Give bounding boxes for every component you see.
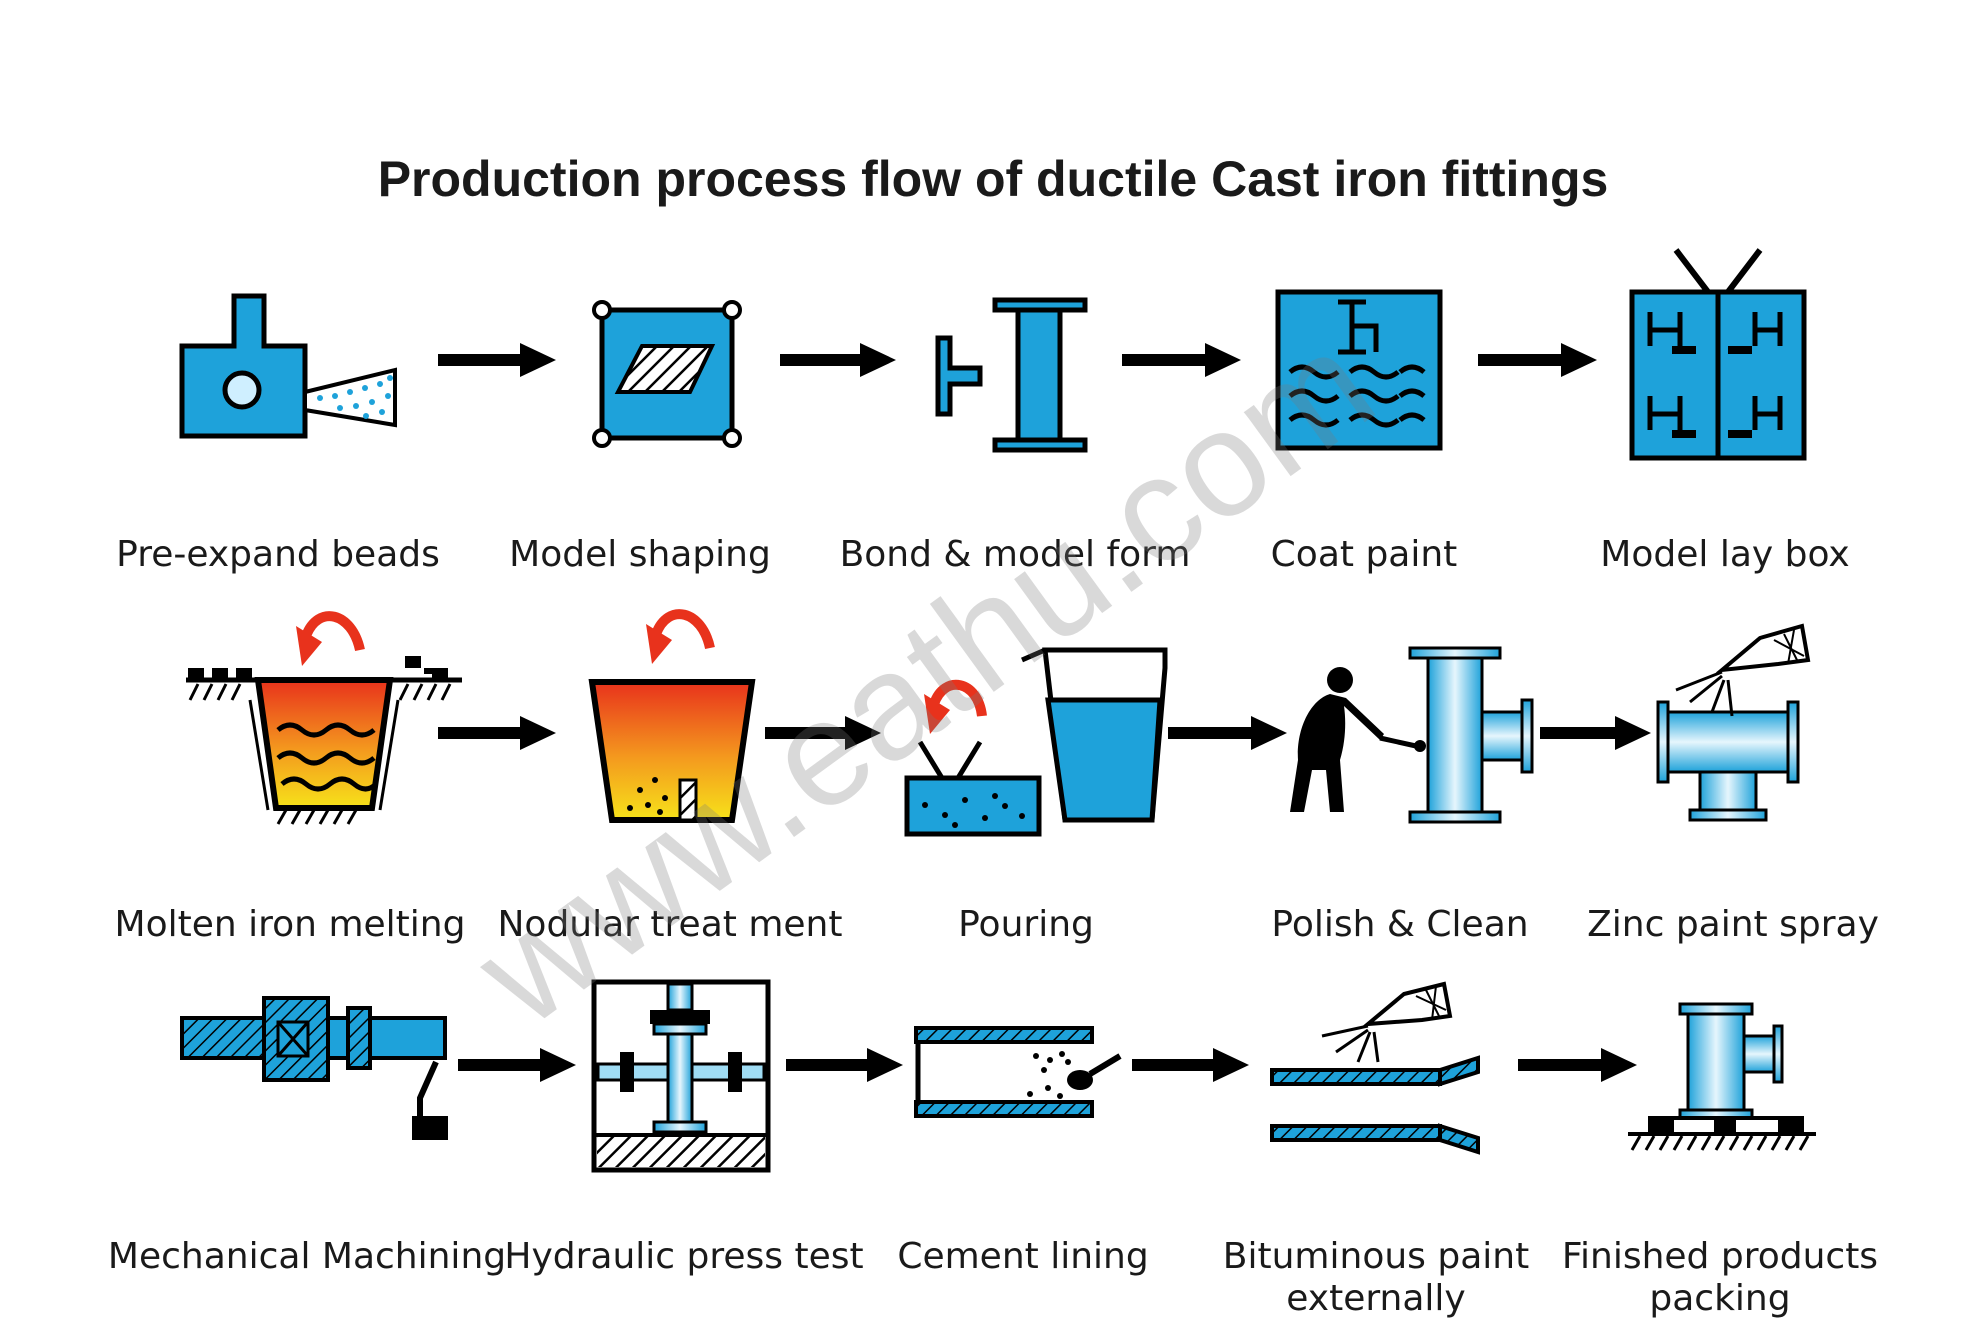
flow-arrow [438, 716, 556, 750]
hydraulic-press-icon [591, 979, 771, 1173]
pallet-packing-icon [1628, 1002, 1816, 1151]
pouring-ladle-icon [904, 647, 1168, 837]
flow-arrow [1122, 343, 1241, 377]
bitumen-spray-icon [1270, 981, 1480, 1155]
step-label-hydraulic-press-test: Hydraulic press test [504, 1236, 863, 1277]
flow-arrow [438, 343, 556, 377]
step-label-molten-iron-melting: Molten iron melting [115, 904, 466, 945]
cement-lined-pipe-icon [914, 1026, 1122, 1118]
lathe-icon [180, 996, 448, 1140]
bonded-pattern-icon [935, 297, 1088, 453]
flow-arrow [780, 343, 896, 377]
flow-arrow [1132, 1048, 1249, 1082]
step-label-model-shaping: Model shaping [509, 534, 771, 575]
step-label-bituminous-line-2: externally [1286, 1278, 1465, 1319]
mold-press-icon [592, 300, 742, 448]
melting-furnace-icon [186, 611, 462, 825]
step-label-polish-clean: Polish & Clean [1271, 904, 1528, 945]
flow-arrow [786, 1048, 903, 1082]
flask-box-icon [1629, 248, 1807, 461]
flow-arrow [1540, 716, 1651, 750]
step-label-mechanical-machining: Mechanical Machining [108, 1236, 506, 1277]
flow-arrow [1478, 343, 1597, 377]
page-title: Production process flow of ductile Cast … [378, 151, 1609, 207]
coating-tank-icon [1275, 289, 1443, 451]
treatment-ladle-icon [588, 609, 756, 823]
step-label-zinc-paint-spray: Zinc paint spray [1587, 904, 1879, 945]
step-label-pouring: Pouring [958, 904, 1094, 945]
pre-expand-machine-icon [179, 293, 397, 439]
step-label-model-lay-box: Model lay box [1600, 534, 1849, 575]
step-label-nodular-treatment: Nodular treat ment [498, 904, 843, 945]
step-label-finished-line-1: Finished products [1562, 1236, 1878, 1277]
worker-grinding-icon [1290, 646, 1534, 824]
spray-gun-icon [1656, 623, 1811, 822]
step-label-pre-expand-beads: Pre-expand beads [116, 534, 440, 575]
step-label-bituminous-line-1: Bituminous paint [1223, 1236, 1529, 1277]
step-label-bond-model-form: Bond & model form [840, 534, 1191, 575]
step-label-finished-line-2: packing [1649, 1278, 1790, 1319]
step-label-cement-lining: Cement lining [897, 1236, 1148, 1277]
flow-arrow [458, 1048, 576, 1082]
flow-arrow [1518, 1048, 1637, 1082]
flow-arrow [765, 716, 881, 750]
step-label-coat-paint: Coat paint [1271, 534, 1458, 575]
watermark: www.eathu.com [446, 299, 1402, 1058]
flow-arrow [1168, 716, 1287, 750]
